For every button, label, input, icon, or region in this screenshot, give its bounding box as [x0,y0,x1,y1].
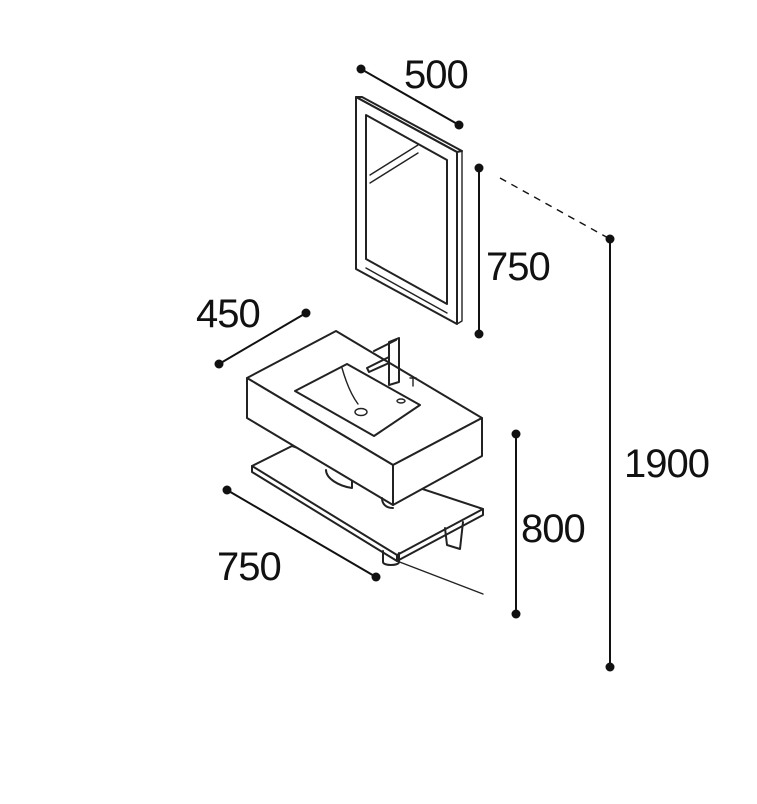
label-counter-depth: 450 [196,292,260,336]
faucet-spout [366,356,390,373]
mirror-bottom-edge [365,267,448,314]
dim-dot [605,234,615,244]
shelf-back-rail [396,560,484,595]
sink-drain [354,407,368,417]
label-total-height: 1900 [624,442,709,486]
dim-dot [222,485,232,495]
dim-dot [356,64,366,74]
lower-shelf [251,445,484,595]
mirror-shelf [369,144,419,176]
label-mirror-height: 750 [486,245,550,289]
sink-inner-curve [341,367,359,405]
dim-dot [511,429,521,439]
sink-overflow [396,398,406,404]
dim-dot [605,662,615,672]
mirror-shelf-lower [369,152,419,184]
dim-extension-line [499,177,611,240]
dimension-lines [214,64,615,672]
label-counter-width: 750 [217,545,281,589]
mirror-glass [365,114,448,305]
dim-dot [371,572,381,582]
dim-dot [214,359,224,369]
dim-dot [474,329,484,339]
label-mirror-width: 500 [404,53,468,97]
faucet-lever [373,339,397,352]
basin-counter [246,330,483,509]
shelf-foot [382,550,400,566]
dim-line-counter-width [226,489,377,578]
faucet-pop-up [409,377,417,387]
dim-dot [454,120,464,130]
dim-dot [301,308,311,318]
dimension-labels: 500 750 450 750 800 1900 [196,53,710,589]
mirror [355,96,463,325]
dim-dot [474,163,484,173]
sink-bowl [294,363,421,437]
mirror-frame-edge [456,150,463,325]
counter-side [392,417,483,506]
dim-line-counter-depth [218,312,307,365]
dim-dot [511,609,521,619]
counter-underside [381,497,394,509]
dim-line-mirror-width [360,68,460,126]
label-counter-height: 800 [521,507,585,551]
shelf-bracket [444,521,464,550]
